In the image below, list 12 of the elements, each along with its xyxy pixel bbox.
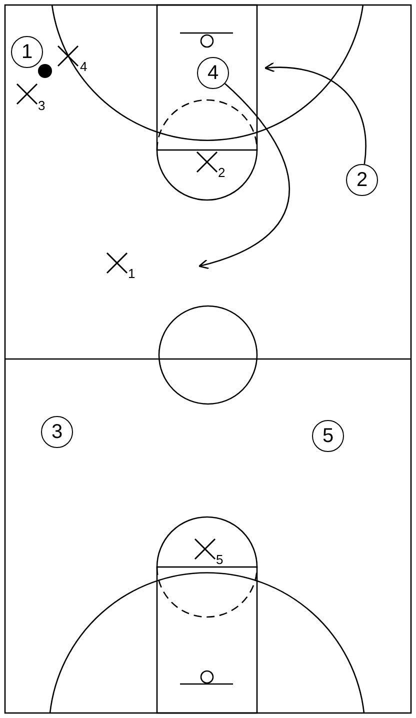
defender-number: 3 — [38, 99, 46, 112]
player-circle: 2 — [346, 164, 378, 196]
player-circle: 1 — [11, 36, 43, 68]
defender-number: 1 — [128, 267, 136, 280]
player-circle: 3 — [41, 416, 73, 448]
defender-number: 5 — [216, 553, 224, 566]
player-circle: 4 — [197, 57, 229, 89]
player-circle: 5 — [312, 420, 344, 452]
defender-number: 4 — [80, 60, 88, 73]
defender-number: 2 — [218, 166, 226, 179]
movement-arrow — [198, 83, 290, 269]
movement-arrow — [264, 62, 366, 164]
